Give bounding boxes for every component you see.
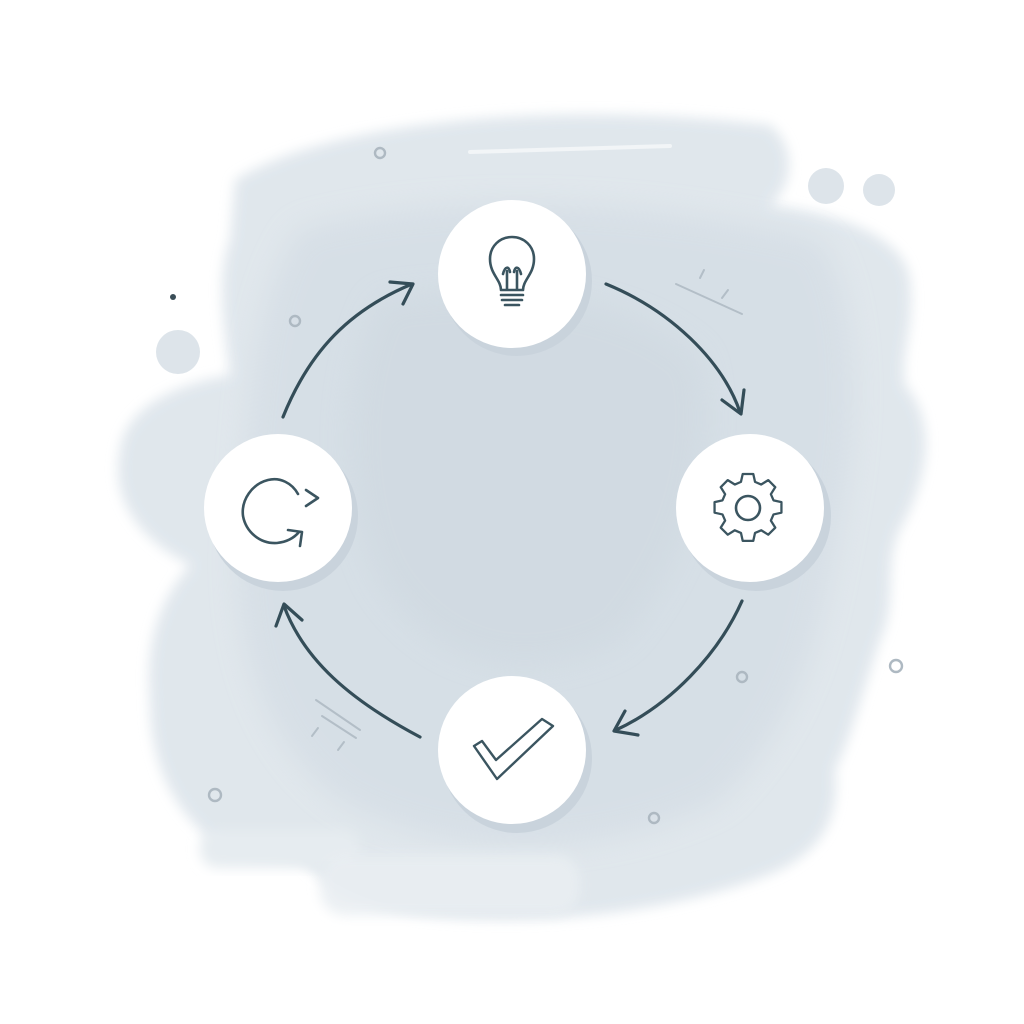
deco-ring [735, 670, 749, 684]
cycle-arrows [274, 280, 746, 739]
decorations [156, 146, 904, 825]
deco-line [675, 283, 743, 315]
deco-dot [156, 330, 200, 374]
deco-ring [288, 314, 302, 328]
node-idea [438, 200, 592, 356]
deco-ring [373, 146, 387, 160]
deco-dot-dark [170, 294, 176, 300]
deco-line [699, 269, 705, 279]
checkmark-icon [472, 717, 555, 781]
arrow-idea-to-build [604, 282, 746, 416]
deco-line [721, 289, 729, 299]
deco-ring [647, 811, 661, 825]
deco-line [315, 699, 361, 731]
watercolor-wash [118, 114, 926, 920]
deco-line [337, 741, 345, 751]
node-build [676, 434, 831, 591]
gear-icon [713, 472, 783, 542]
node-verify [438, 676, 592, 833]
deco-ring [888, 658, 904, 674]
deco-dot [808, 168, 844, 204]
deco-line [321, 715, 357, 739]
lightbulb-icon [488, 235, 536, 307]
refresh-icon [241, 477, 320, 548]
deco-ring [207, 787, 223, 803]
arrow-verify-to-repeat [274, 602, 422, 739]
arrow-repeat-to-idea [281, 280, 415, 419]
arrow-build-to-verify [612, 599, 744, 737]
deco-line [311, 727, 319, 737]
deco-dot [863, 174, 895, 206]
node-repeat [204, 434, 358, 591]
